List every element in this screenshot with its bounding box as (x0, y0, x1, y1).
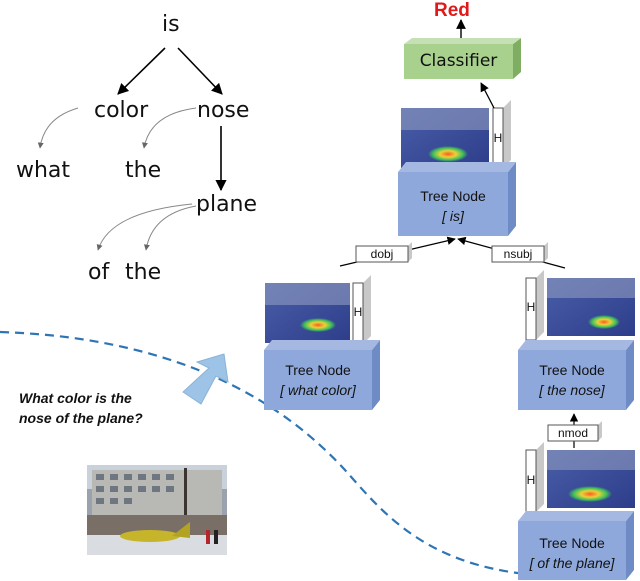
tree-node-right-text: Tree Node [ the nose] (518, 360, 626, 400)
word-the-2: the (125, 260, 162, 285)
question-line-2: nose of the plane? (19, 410, 143, 426)
question-text: What color is the nose of the plane? (19, 388, 189, 428)
tree-node-root-title: Tree Node (420, 188, 486, 204)
hidden-state-bottom: H (526, 473, 536, 487)
tree-node-left-phrase: [ what color] (280, 382, 356, 398)
edge-label-nsubj: nsubj (503, 247, 533, 261)
word-is: is (162, 12, 180, 37)
tree-node-left (264, 275, 380, 410)
input-arrow (182, 353, 229, 405)
word-of: of (88, 260, 110, 285)
dashed-separator (0, 330, 556, 578)
tree-node-left-title: Tree Node (285, 362, 351, 378)
parse-tree (37, 47, 227, 251)
edge-plane-of (96, 203, 193, 251)
edge-color-what (37, 107, 79, 149)
word-plane: plane (196, 192, 258, 217)
edge-plane-the (143, 205, 197, 251)
root-to-classifier-arrow (480, 82, 495, 109)
tree-node-right-phrase: [ the nose] (539, 382, 605, 398)
edge-nose-the (141, 107, 197, 149)
edge-label-dobj: dobj (370, 247, 394, 261)
classifier-label: Classifier (419, 51, 498, 71)
tree-node-right (518, 270, 635, 410)
word-the-1: the (125, 158, 162, 183)
hidden-state-left: H (353, 305, 363, 319)
tree-node-bottom-text: Tree Node [ of the plane] (518, 533, 626, 573)
edge-is-color (117, 47, 166, 95)
hidden-state-root: H (493, 131, 503, 145)
word-color: color (94, 98, 149, 123)
question-line-1: What color is the (19, 390, 132, 406)
tree-node-root-text: Tree Node [ is] (398, 186, 508, 226)
tree-node-root-phrase: [ is] (442, 208, 464, 224)
tree-node-left-text: Tree Node [ what color] (264, 360, 372, 400)
tree-node-bottom-phrase: [ of the plane] (529, 555, 615, 571)
word-nose: nose (197, 98, 250, 123)
tree-node-bottom (518, 442, 635, 580)
edge-label-nmod: nmod (557, 426, 589, 440)
tree-node-right-title: Tree Node (539, 362, 605, 378)
output-label: Red (434, 0, 470, 21)
tree-node-bottom-title: Tree Node (539, 535, 605, 551)
edge-label-boxes (355, 242, 602, 442)
hidden-state-right: H (526, 300, 536, 314)
word-what: what (16, 158, 71, 183)
input-photo (87, 465, 227, 555)
tree-node-root (398, 100, 516, 236)
classifier-box (404, 38, 521, 79)
edge-is-nose (177, 47, 223, 95)
